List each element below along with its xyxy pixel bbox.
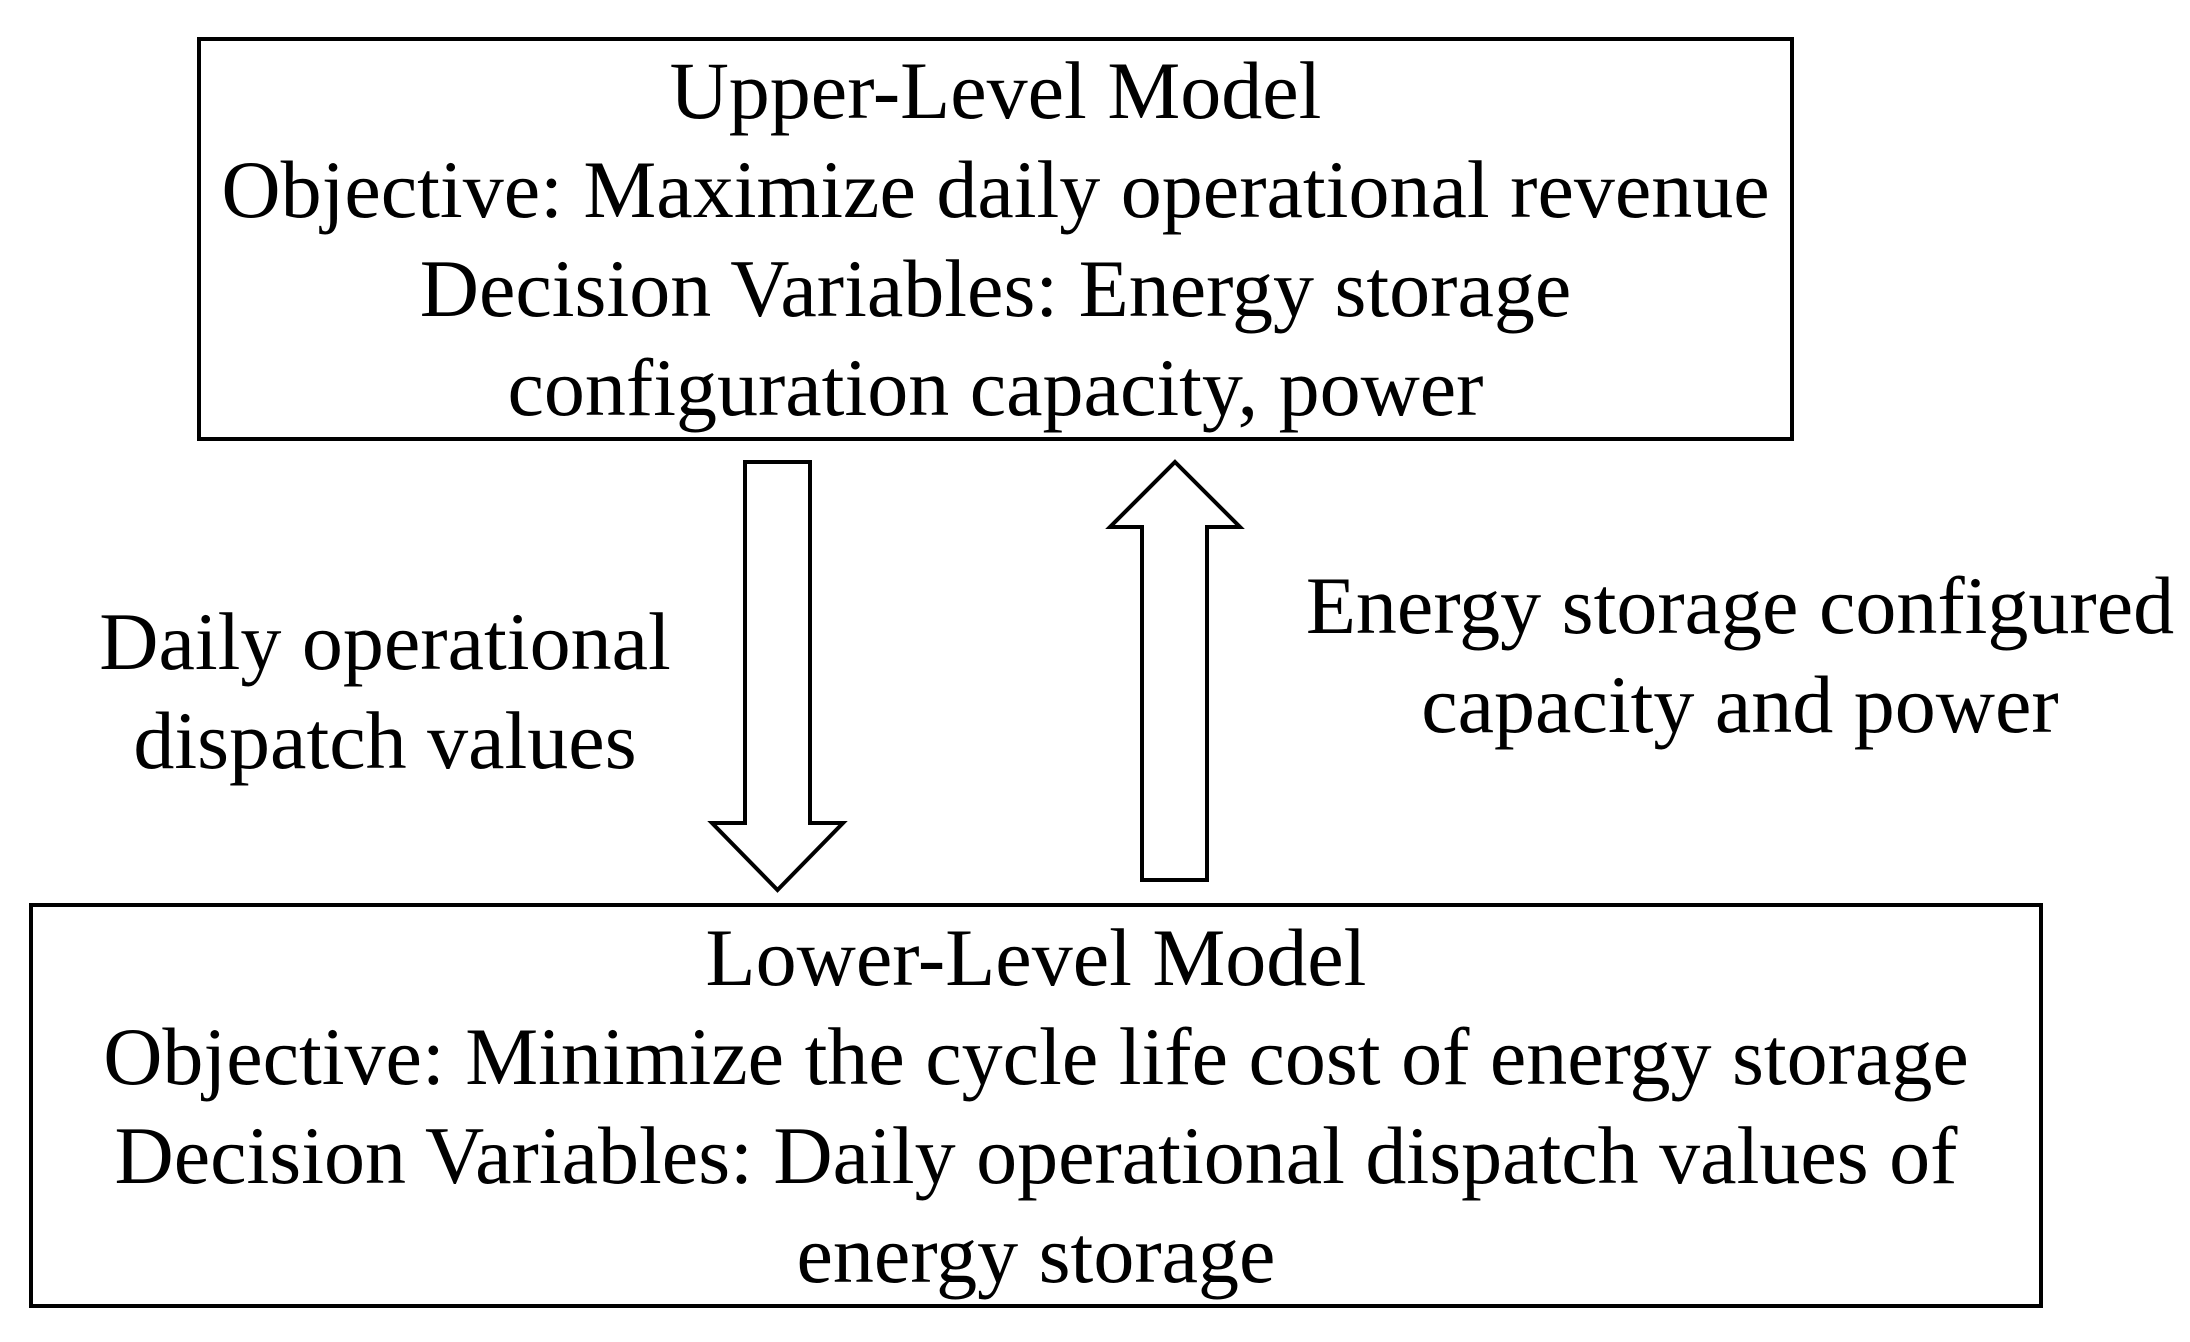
up-arrow-icon [1105,459,1245,882]
lower-box-title: Lower-Level Model [705,911,1367,1003]
upper-box-objective: Objective: Maximize daily operational re… [221,144,1770,235]
lower-box-decision-variables-line1: Decision Variables: Daily operational di… [114,1109,1958,1201]
up-arrow-label: Energy storage configured capacity and p… [1285,556,2190,754]
up-arrow-label-line1: Energy storage configured [1305,560,2175,651]
down-arrow-icon [707,460,848,893]
down-arrow-label-line1: Daily operational [99,596,671,687]
lower-box-objective: Objective: Minimize the cycle life cost … [103,1010,1969,1102]
up-arrow-label-line2: capacity and power [1421,659,2059,750]
upper-box-decision-variables-line1: Decision Variables: Energy storage [419,243,1572,334]
upper-box-title: Upper-Level Model [669,45,1322,136]
down-arrow-label-line2: dispatch values [133,695,637,786]
upper-box-decision-variables-line2: configuration capacity, power [507,342,1484,433]
lower-level-model-box: Lower-Level Model Objective: Minimize th… [29,903,2043,1308]
down-arrow-label: Daily operational dispatch values [55,592,715,790]
lower-box-decision-variables-line2: energy storage [796,1208,1276,1300]
upper-level-model-box: Upper-Level Model Objective: Maximize da… [197,37,1794,441]
